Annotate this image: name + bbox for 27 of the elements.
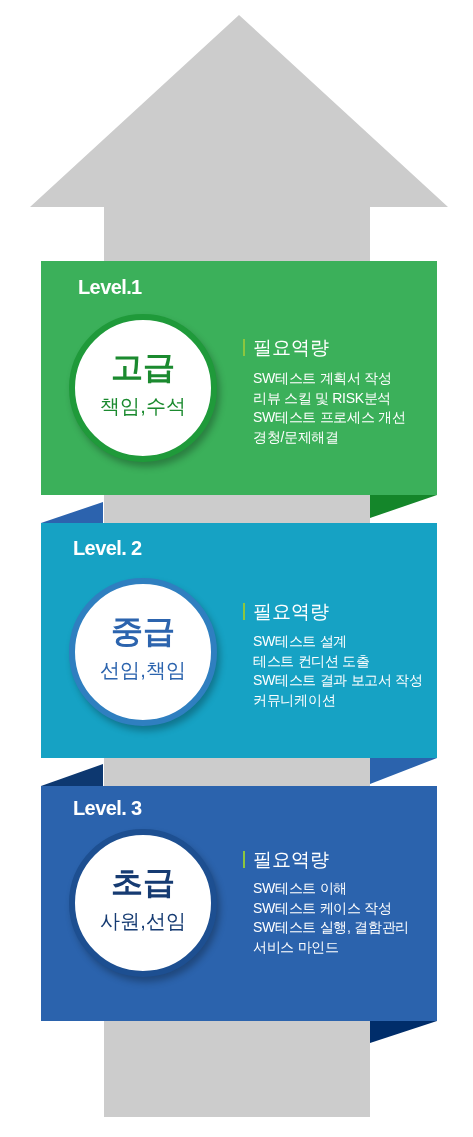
section-heading: 필요역량 bbox=[253, 600, 329, 624]
list-item: SW테스트 이해 bbox=[253, 879, 348, 897]
section-heading: 필요역량 bbox=[253, 336, 329, 360]
list-item: SW테스트 계획서 작성 bbox=[253, 369, 392, 387]
grade-subtitle: 책임,수석 bbox=[100, 394, 186, 418]
list-item: SW테스트 결과 보고서 작성 bbox=[253, 671, 423, 690]
grade-title: 초급 bbox=[111, 864, 175, 900]
grade-title: 중급 bbox=[111, 613, 175, 649]
level-band bbox=[41, 786, 437, 1021]
section-heading: 필요역량 bbox=[253, 848, 329, 872]
list-item: 커뮤니케이션 bbox=[253, 691, 336, 710]
level-band bbox=[41, 261, 437, 495]
level-label: Level. 2 bbox=[73, 536, 142, 560]
list-item: SW테스트 실행, 결함관리 bbox=[253, 918, 410, 937]
grade-subtitle: 선임,책임 bbox=[100, 658, 186, 682]
list-item: 경청/문제해결 bbox=[253, 428, 339, 447]
level-label: Level.1 bbox=[78, 275, 142, 299]
list-item: 서비스 마인드 bbox=[253, 938, 339, 957]
list-item: 테스트 컨디션 도출 bbox=[253, 651, 370, 670]
list-item: 리뷰 스킬 및 RISK분석 bbox=[253, 388, 392, 407]
level-band bbox=[41, 523, 437, 758]
list-item: SW테스트 케이스 작성 bbox=[253, 898, 392, 917]
grade-title: 고급 bbox=[111, 349, 175, 385]
list-item: SW테스트 설계 bbox=[253, 632, 348, 650]
grade-subtitle: 사원,선임 bbox=[100, 909, 186, 933]
list-item: SW테스트 프로세스 개선 bbox=[253, 408, 406, 427]
level-label: Level. 3 bbox=[73, 796, 142, 820]
